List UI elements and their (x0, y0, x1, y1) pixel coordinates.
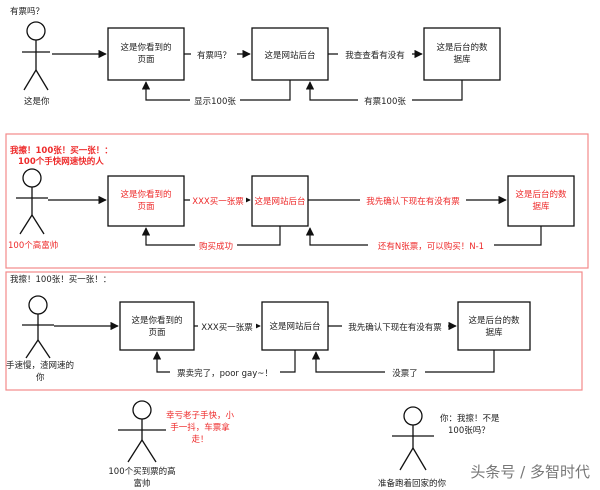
arrow-label: 显示100张 (194, 97, 236, 107)
page-box-label: 页面 (137, 55, 155, 65)
database-box-label: 这是后台的数 (515, 189, 567, 200)
arrow-label: 有票100张 (364, 96, 406, 107)
speech-text: 有票吗？ (10, 6, 44, 17)
scene-frame (5, 271, 583, 391)
stick-figure-icon (22, 21, 50, 91)
scene-frame (5, 133, 589, 269)
scene-1: 有票吗？ 这是你 这是你看到的 页面 这是网站后台 这是后台的数 据库 有票吗？… (10, 6, 501, 107)
page-box (119, 301, 195, 351)
backend-box-label: 这是网站后台 (254, 196, 305, 207)
headline-text: 我擦！100张！买一张！： (10, 274, 111, 285)
person-label: 准备跑着回家的你 (378, 478, 447, 489)
page-box-label: 页面 (137, 202, 155, 212)
database-box (423, 27, 501, 81)
arrow-label: 我查查看有没有 (345, 50, 405, 61)
database-box (507, 175, 575, 227)
database-box (457, 301, 531, 351)
person-label: 100个买到票的高 (108, 466, 175, 477)
stick-figure-icon (22, 295, 54, 359)
stick-figure-icon (118, 400, 166, 463)
database-box-label: 这是后台的数 (468, 315, 520, 326)
note-text: 幸亏老子手快，小 (166, 410, 235, 421)
arrow-label: 有票吗？ (197, 50, 231, 61)
person-label: 富帅 (133, 478, 150, 489)
headline-text: 我擦！100张！买一张！： (10, 145, 113, 156)
database-box-label: 这是后台的数 (436, 42, 488, 53)
page-box (107, 27, 185, 81)
backend-box (251, 175, 309, 227)
database-box-label: 据库 (532, 201, 550, 212)
note-text: 手一抖，车票拿 (170, 422, 230, 433)
database-box-label: 据库 (485, 327, 503, 338)
arrow-label: 没票了 (392, 368, 418, 379)
watermark-text: 头条号 / 多智时代 (470, 463, 590, 481)
backend-box (251, 27, 329, 81)
arrow-label: XXX买一张票 (192, 197, 244, 207)
page-box-label: 这是你看到的 (131, 315, 182, 326)
stick-figure-icon (392, 406, 434, 471)
subline-text: 100个手快网速快的人 (18, 156, 104, 167)
stick-figure-icon (16, 168, 48, 235)
scene-2: 我擦！100张！买一张！： 100个手快网速快的人 100个高富帅 这是你看到的… (5, 133, 589, 269)
arrow-label: 票卖完了，poor gay~！ (177, 368, 273, 379)
scene-3: 我擦！100张！买一张！： 手速慢，渣网速的 你 这是你看到的 页面 这是网站后… (5, 271, 583, 391)
backend-box-label: 这是网站后台 (264, 50, 315, 61)
database-box-label: 据库 (453, 54, 471, 65)
bottom-scene: 幸亏老子手快，小 手一抖，车票拿 走！ 100个买到票的高 富帅 你：我擦！不是… (108, 400, 590, 489)
person-label: 手速慢，渣网速的 (6, 360, 74, 371)
person-label: 你 (36, 372, 45, 383)
page-box-label: 这是你看到的 (120, 189, 171, 200)
arrow-label: 购买成功 (199, 241, 233, 252)
page-box-label: 这是你看到的 (120, 42, 171, 53)
arrow-label: 我先确认下现在有没有票 (366, 196, 460, 207)
note-text: 100张吗？ (448, 426, 490, 436)
note-text: 走！ (191, 435, 208, 445)
note-text: 你：我擦！不是 (440, 413, 500, 424)
arrow-label: 还有N张票，可以购买！N-1 (378, 241, 484, 252)
person-label: 这是你 (24, 96, 50, 107)
arrow-label: 我先确认下现在有没有票 (348, 322, 442, 333)
page-box (107, 175, 185, 227)
backend-box-label: 这是网站后台 (269, 321, 320, 332)
page-box-label: 页面 (148, 328, 166, 338)
person-label: 100个高富帅 (8, 240, 58, 251)
arrow-label: XXX买一张票 (201, 323, 253, 333)
